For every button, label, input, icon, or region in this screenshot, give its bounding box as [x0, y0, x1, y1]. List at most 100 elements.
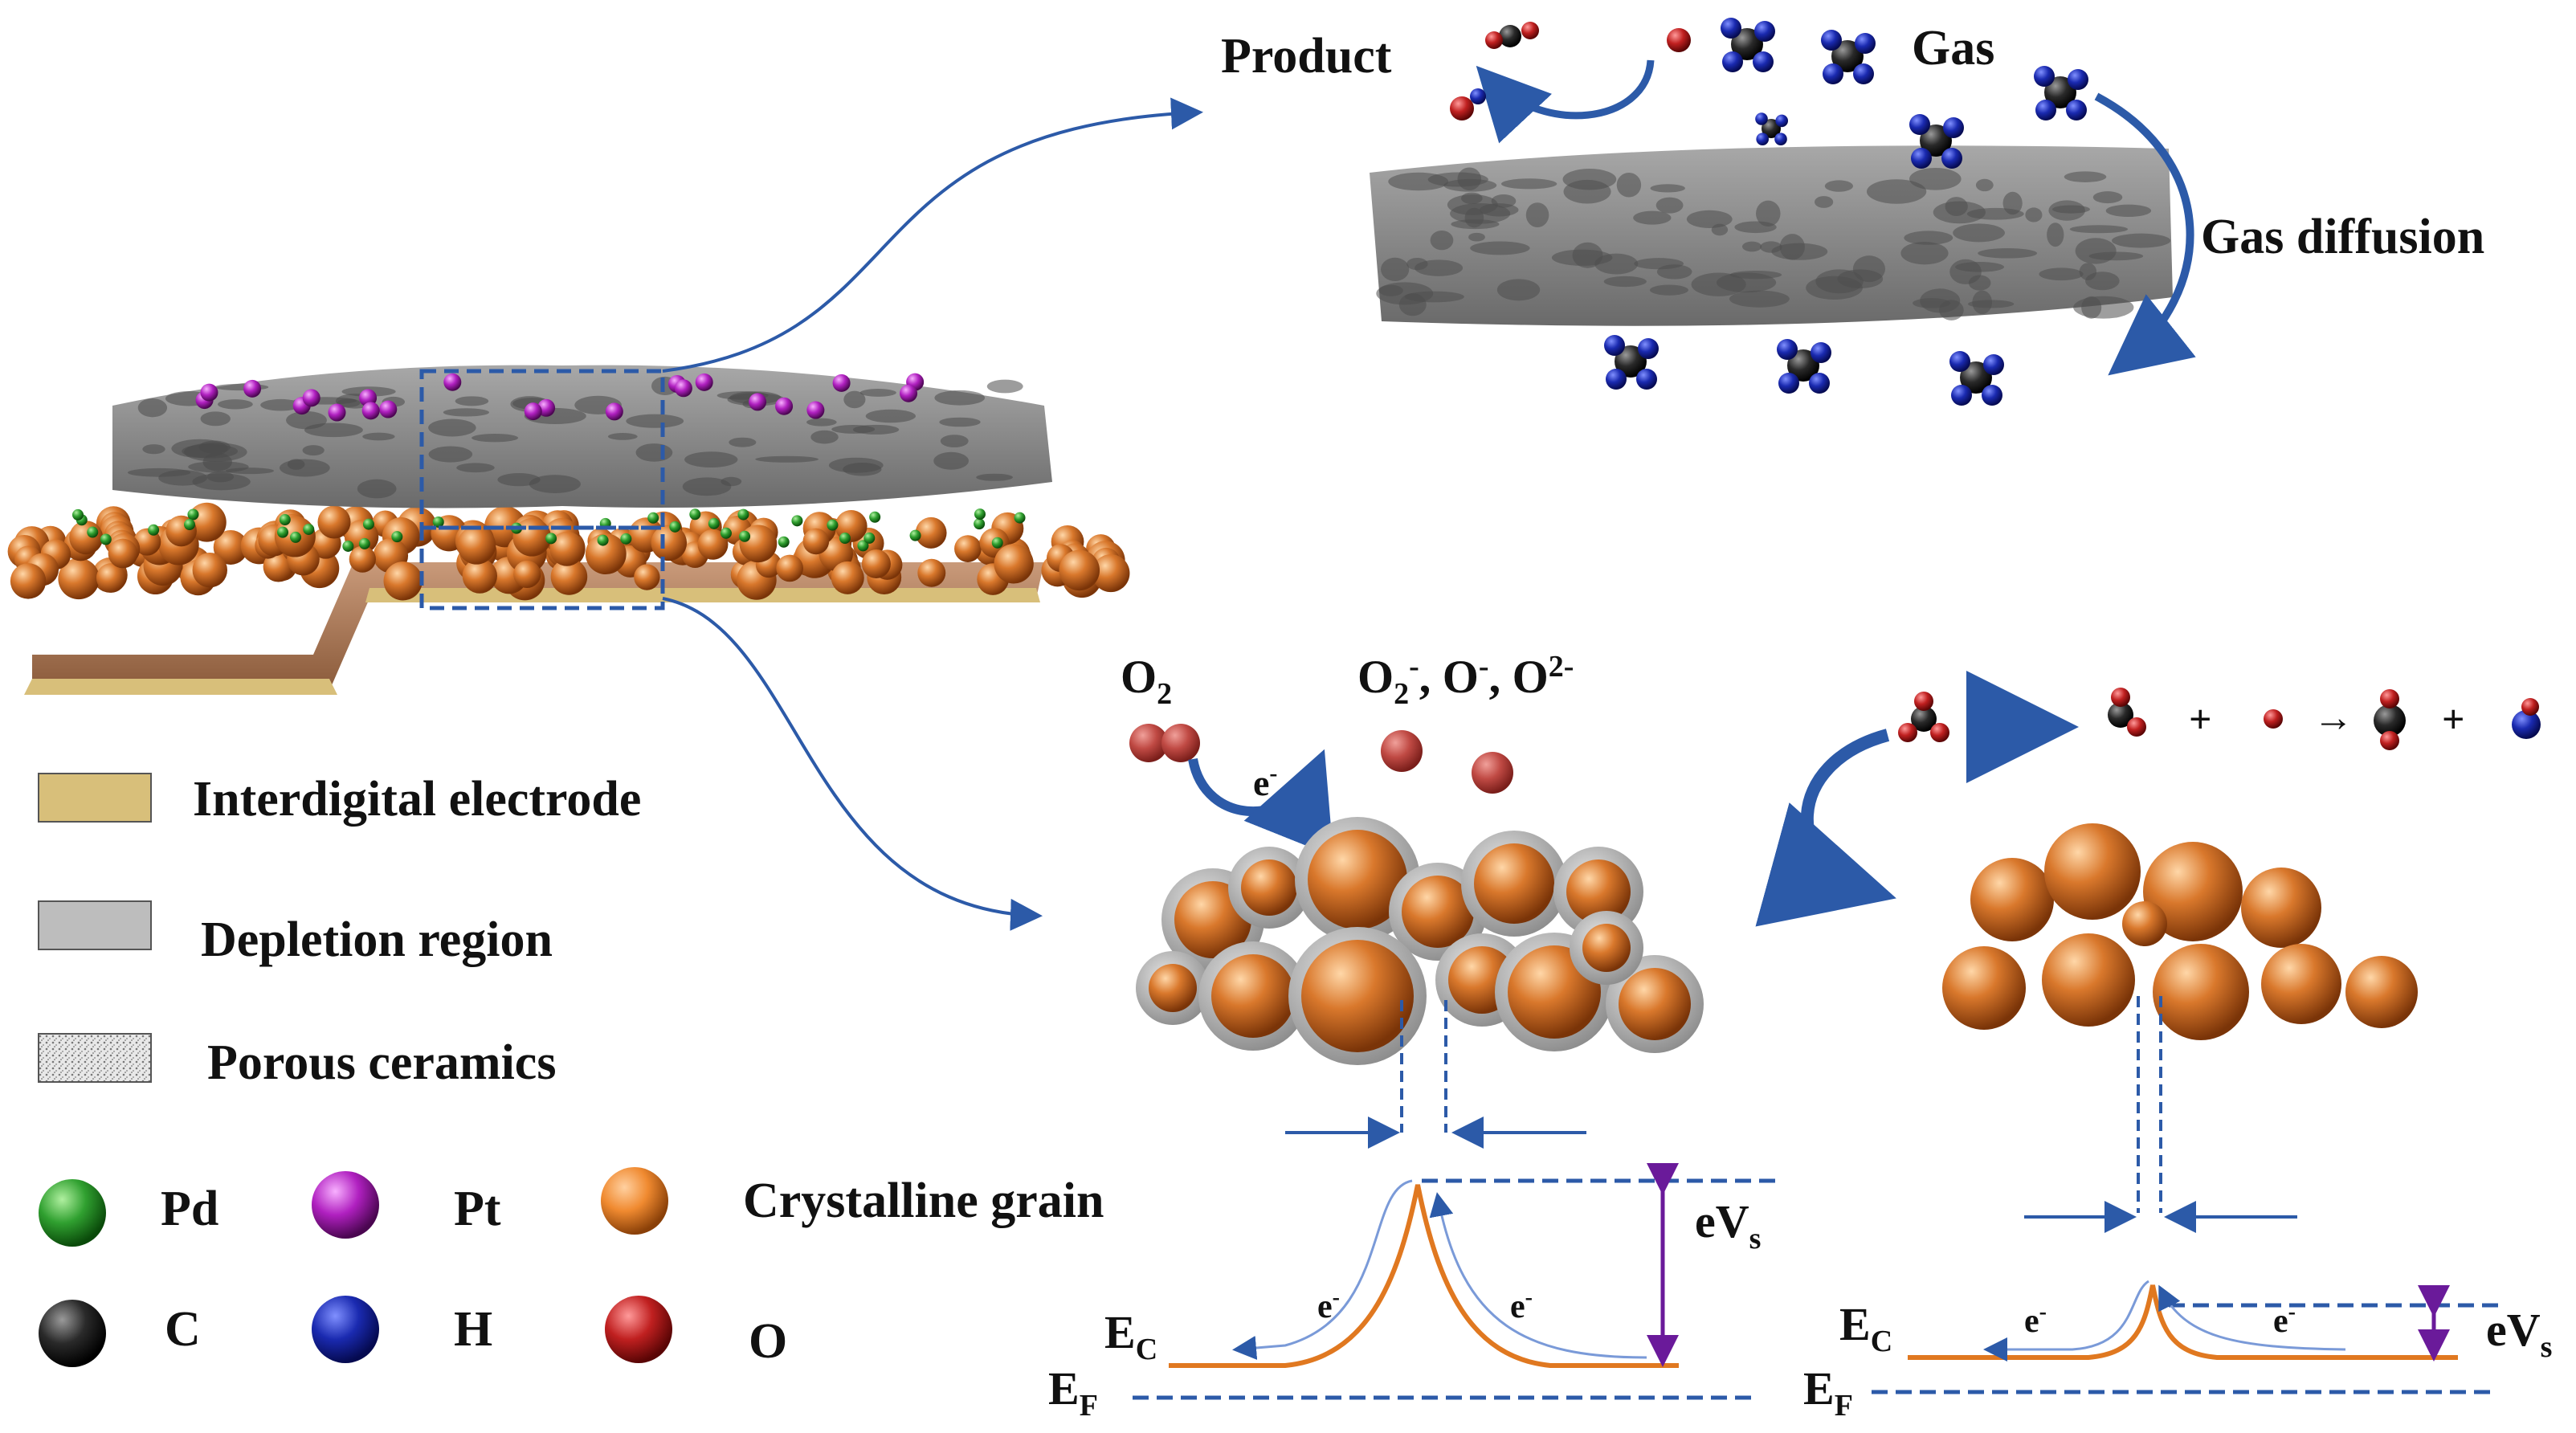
gas-diffusion-arrow [2094, 92, 2196, 376]
pore [1616, 173, 1642, 198]
grain [739, 525, 778, 563]
pt-particle [361, 402, 380, 420]
carbon-atom [2108, 702, 2133, 728]
pore [986, 379, 1023, 394]
pore [1427, 172, 1488, 187]
pore [1900, 242, 1949, 265]
pore [1470, 241, 1530, 255]
legend-label-o: O [749, 1314, 787, 1369]
carbon-atom [2044, 76, 2076, 108]
grain [2261, 944, 2341, 1024]
pore [1972, 290, 1993, 314]
hydrogen-atom [1721, 18, 1741, 39]
pore [304, 423, 363, 438]
electron-flow-right [1429, 1192, 1647, 1359]
grain [58, 557, 100, 600]
pd-particle [857, 540, 869, 552]
pore [607, 433, 638, 440]
pore [2079, 263, 2097, 280]
pore [1729, 270, 1782, 280]
legend-label-pd: Pd [161, 1182, 218, 1236]
hydrogen-atom [1778, 373, 1799, 394]
pd-particle [827, 519, 839, 531]
electron-transfer-arrow [1188, 749, 1333, 857]
pd-particle [187, 508, 199, 521]
electron-flow-left [1232, 1179, 1413, 1360]
pore [192, 473, 251, 491]
pore [626, 414, 684, 428]
pore [1496, 279, 1541, 301]
pd-particle [148, 524, 160, 536]
pt-particle [443, 373, 462, 391]
oxygen-atom [1914, 692, 1933, 711]
pd-particle [647, 512, 659, 524]
grain [2241, 868, 2321, 948]
pd-particle [87, 526, 99, 538]
pore [729, 437, 757, 447]
pore [287, 459, 305, 470]
legend-pd-sphere [39, 1179, 106, 1247]
pore [1378, 284, 1403, 296]
electron-label: e- [2024, 1300, 2047, 1340]
carbon-atom [1920, 125, 1952, 157]
legend-h-sphere [312, 1296, 379, 1363]
grain [549, 531, 585, 566]
electron-flow-right [2158, 1284, 2346, 1351]
oxygen-atom [2264, 709, 2283, 729]
legend-label-h: H [454, 1302, 492, 1357]
hydrogen-atom [1951, 385, 1972, 406]
grain [1474, 843, 1554, 924]
carbon-atom [2374, 704, 2406, 737]
pore [859, 389, 896, 397]
oxygen-atom [1485, 31, 1503, 49]
pore [188, 461, 249, 473]
grain [550, 558, 588, 595]
pore [200, 411, 231, 427]
hydrogen-atom [1636, 369, 1657, 390]
legend-swatch-porous [38, 1033, 152, 1083]
grain [108, 538, 138, 569]
grain [1566, 859, 1631, 924]
pore [939, 417, 981, 427]
pt-particle [749, 393, 767, 411]
electron-label: e- [2273, 1300, 2296, 1340]
pore [428, 446, 473, 463]
pore [2064, 171, 2107, 182]
hydrogen-atom [1909, 114, 1930, 135]
connector-arrow-lower [662, 597, 1043, 931]
pt-particle [328, 403, 346, 422]
pd-particle [545, 533, 557, 545]
hydrogen-atom [1823, 63, 1843, 84]
pt-particle [900, 384, 918, 402]
pt-particle [832, 374, 851, 392]
pore [1975, 178, 1994, 192]
ev-label: eVs [2486, 1304, 2552, 1364]
pore [810, 430, 839, 444]
ceramic-pores [127, 376, 1023, 499]
pd-particle [303, 523, 315, 535]
pd-particle [100, 533, 112, 545]
grain [861, 549, 891, 578]
oxygen-atom [2521, 698, 2539, 716]
oxygen-atom [1930, 723, 1949, 742]
electron-label: e- [1317, 1285, 1340, 1325]
pore [2112, 233, 2171, 248]
legend-label-grain: Crystalline grain [743, 1174, 1104, 1228]
pore [1953, 223, 2005, 243]
pore [2025, 207, 2043, 223]
pore [1866, 179, 1927, 204]
legend-label-depletion: Depletion region [201, 912, 553, 967]
pd-particle [863, 532, 876, 544]
grain [457, 525, 496, 565]
pd-particle [183, 519, 195, 531]
oxygen-atom [1898, 723, 1917, 742]
legend-label-c: C [165, 1302, 201, 1357]
grain [1092, 554, 1130, 593]
grain [915, 516, 947, 549]
grain [462, 558, 497, 594]
pore [1779, 234, 1805, 260]
legend: Interdigital electrode Depletion region … [38, 772, 1104, 1369]
electron-label: e- [1510, 1285, 1533, 1325]
pt-nanoparticles [195, 373, 925, 422]
hydrogen-atom [1911, 148, 1932, 169]
